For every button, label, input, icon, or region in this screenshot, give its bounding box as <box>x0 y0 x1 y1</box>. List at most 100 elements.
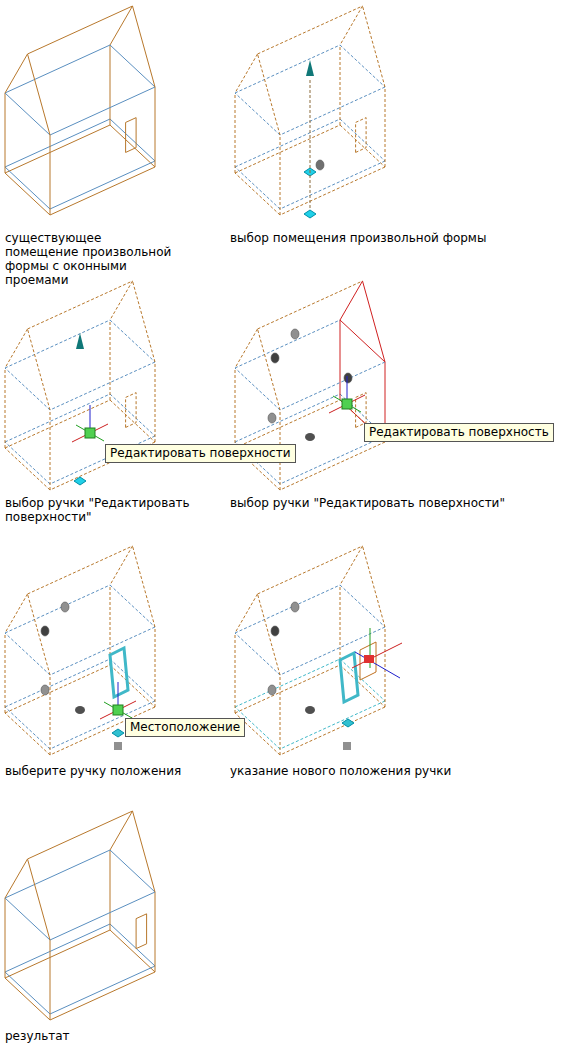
edge-grip <box>271 626 279 636</box>
grip-diamond <box>342 719 354 727</box>
house-edge <box>110 320 111 400</box>
tooltip-box: Редактировать поверхность <box>364 423 554 442</box>
house-edge <box>235 320 340 368</box>
house-edge <box>5 898 50 940</box>
house-edge <box>5 924 110 972</box>
house-edge <box>110 320 155 362</box>
house-edge <box>258 594 281 675</box>
house-edge <box>110 930 155 972</box>
house-edge <box>5 93 50 135</box>
house-edge <box>5 665 110 713</box>
house-edge <box>28 546 133 594</box>
house-edge <box>340 585 341 665</box>
house-edge <box>110 811 133 850</box>
house-edge <box>5 173 50 215</box>
edge-grip <box>41 685 49 695</box>
house-edge <box>5 978 50 1020</box>
house-edge <box>5 585 110 633</box>
house-edge <box>155 892 156 972</box>
window-opening <box>126 118 137 153</box>
house-edge <box>235 329 258 368</box>
house-edge <box>50 161 155 209</box>
caption: выбор помещения произвольной формы <box>230 231 530 245</box>
house-edge <box>340 320 341 400</box>
house-edge <box>110 585 155 627</box>
house-edge <box>133 811 156 892</box>
selected-grip <box>85 428 95 438</box>
house-edge <box>340 45 385 87</box>
house-edge <box>155 362 156 442</box>
window-opening <box>126 393 137 428</box>
house-edge <box>340 45 341 125</box>
house-edge <box>28 54 51 135</box>
house-edge <box>340 125 385 167</box>
house-edge <box>155 627 156 707</box>
grip-diamond <box>112 729 124 737</box>
moving-grip <box>364 655 374 663</box>
house-edge <box>235 659 340 707</box>
house-edge <box>385 87 386 167</box>
house-edge <box>50 940 51 1020</box>
house-edge <box>155 87 156 167</box>
house-edge <box>340 6 363 45</box>
house-edge <box>28 859 51 940</box>
house-edge <box>110 924 155 966</box>
house-edge <box>133 546 156 627</box>
house-edge <box>340 281 363 320</box>
house-edge <box>280 161 385 209</box>
grip <box>343 742 351 750</box>
house-edge <box>340 320 385 362</box>
edge-grip <box>291 602 299 612</box>
edge-grip <box>305 706 315 714</box>
house-edge <box>235 93 236 173</box>
house-edge <box>110 45 111 125</box>
house-edge <box>5 448 50 490</box>
edge-grip <box>61 602 69 612</box>
house-edge <box>110 281 133 320</box>
tooltip-text: Местоположение <box>130 720 240 734</box>
house-edge <box>258 281 363 329</box>
edge-grip <box>316 160 324 170</box>
house-edge <box>5 368 6 448</box>
edge-grip <box>268 413 276 423</box>
house-edge <box>110 665 155 707</box>
edge-grip <box>344 373 352 383</box>
house-edge <box>280 87 385 135</box>
house-edge <box>5 54 28 93</box>
house-edge <box>235 54 258 93</box>
window-preview <box>360 642 376 680</box>
house-edge <box>5 898 6 978</box>
house-edge <box>280 436 385 484</box>
house-edge <box>235 45 340 93</box>
window-grips <box>110 648 128 697</box>
house-edge <box>280 167 385 215</box>
window-opening <box>356 118 367 153</box>
house-edge <box>363 281 386 362</box>
house-edge <box>235 400 340 448</box>
house-edge <box>235 368 236 448</box>
house-edge <box>280 701 385 749</box>
height-grip <box>306 60 314 76</box>
house-edge <box>50 972 155 1020</box>
tooltip-text: Редактировать поверхности <box>110 446 291 460</box>
house-edge <box>235 394 340 442</box>
house-edge <box>5 167 50 209</box>
house-edge <box>258 546 363 594</box>
house-edge <box>50 892 155 940</box>
house-edge <box>50 135 51 215</box>
caption: результат <box>5 1029 205 1043</box>
house-edge <box>258 329 281 410</box>
house-edge <box>5 930 110 978</box>
house-edge <box>5 633 50 675</box>
height-grip <box>76 333 84 349</box>
house-edge <box>235 119 340 167</box>
house-edge <box>258 54 281 135</box>
house-edge <box>5 594 28 633</box>
window-opening <box>136 914 147 949</box>
house-edge <box>28 6 133 54</box>
selected-grip <box>342 399 352 409</box>
house-edge <box>110 6 133 45</box>
house-edge <box>5 320 110 368</box>
tooltip-box: Редактировать поверхности <box>105 444 296 463</box>
house-edge <box>5 850 110 898</box>
